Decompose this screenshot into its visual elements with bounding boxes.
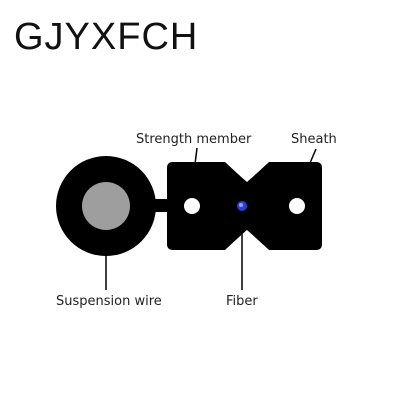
leader-sheath (309, 148, 317, 164)
fiber-core-highlight (239, 203, 243, 207)
strength-member-left (184, 198, 200, 214)
messenger-web (150, 199, 172, 212)
label-strength-member: Strength member (136, 132, 252, 147)
strength-member-right (289, 198, 305, 214)
brand-logo-text: GJYXFCH (14, 16, 199, 58)
leader-strength-member (190, 147, 198, 198)
label-suspension-wire: Suspension wire (56, 294, 162, 309)
label-sheath: Sheath (291, 132, 337, 147)
suspension-wire-core (82, 182, 130, 230)
label-fiber: Fiber (226, 294, 258, 309)
